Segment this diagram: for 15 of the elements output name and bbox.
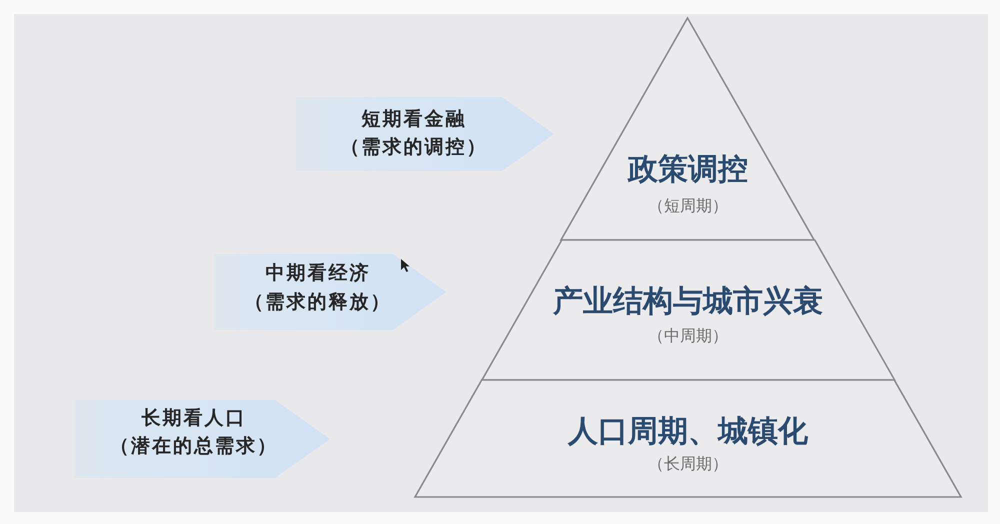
pyramid-tier [482, 240, 894, 380]
arrow-note: （需求的调控） [340, 138, 488, 156]
cycle-note: （中周期） [648, 328, 728, 344]
arrow-note: （潜在的总需求） [110, 436, 278, 456]
arrow-title: 短期看金融 [362, 110, 466, 128]
tier-title: 政策调控 [628, 155, 748, 185]
arrow-title: 中期看经济 [266, 264, 370, 282]
pyramid-tier [415, 380, 961, 497]
pyramid-tier [561, 18, 815, 240]
cycle-note: （长周期） [648, 456, 728, 472]
tier-title: 产业结构与城市兴衰 [552, 287, 823, 317]
tier-title: 人口周期、城镇化 [568, 417, 808, 447]
cycle-note: （短周期） [648, 198, 728, 214]
arrow-title: 长期看人口 [142, 408, 246, 428]
arrow-note: （需求的释放） [244, 292, 392, 312]
